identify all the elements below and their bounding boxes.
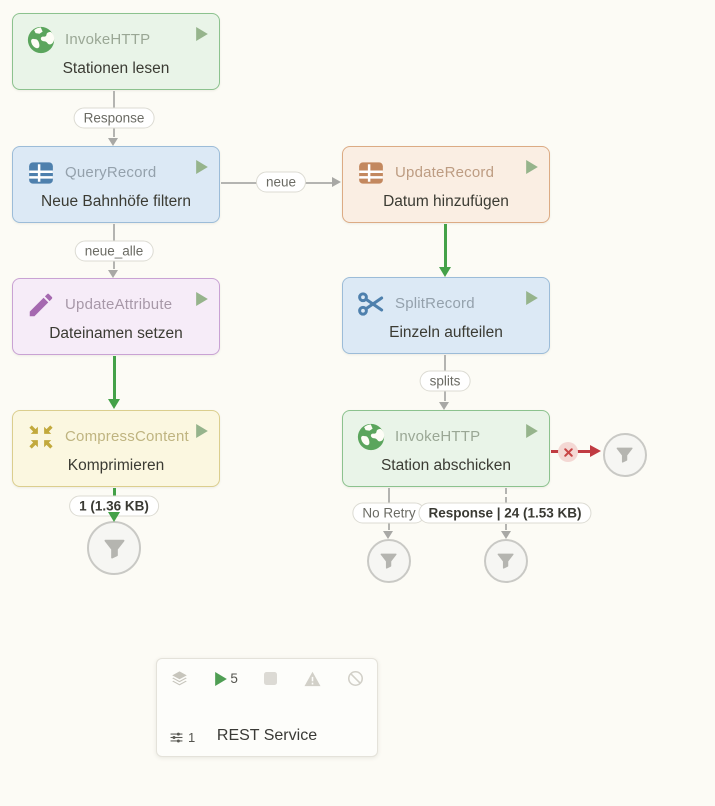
run-status-icon: [526, 160, 538, 174]
running-count-value: 5: [230, 671, 238, 686]
compress-icon: [26, 422, 56, 452]
process-group-name: REST Service: [216, 727, 318, 744]
processor-stationen-lesen[interactable]: InvokeHTTP Stationen lesen: [12, 13, 220, 90]
arrowhead-icon: [590, 445, 601, 457]
processor-name: Komprimieren: [67, 457, 165, 474]
table-icon: [356, 158, 386, 188]
arrowhead-icon: [108, 512, 120, 522]
warning-icon: [304, 671, 321, 687]
funnel-icon: [617, 447, 633, 463]
processor-name: Einzeln aufteilen: [389, 324, 503, 341]
processor-name: Datum hinzufügen: [383, 193, 509, 210]
ban-icon: [347, 670, 364, 687]
connection-label-neue-alle[interactable]: neue_alle: [74, 240, 154, 262]
processor-neue-bahnhoefe-filtern[interactable]: QueryRecord Neue Bahnhöfe filtern: [12, 146, 220, 223]
funnel[interactable]: [603, 433, 647, 477]
funnel-icon: [104, 539, 124, 558]
arrowhead-icon: [439, 402, 449, 410]
run-status-icon: [526, 291, 538, 305]
pencil-icon: [26, 290, 56, 320]
funnel[interactable]: [87, 521, 141, 575]
processor-type: InvokeHTTP: [65, 31, 151, 48]
queued-count: 1: [169, 730, 195, 745]
funnel-icon: [381, 553, 397, 569]
scissors-icon: [356, 289, 386, 319]
connection-label-response-stats[interactable]: Response | 24 (1.53 KB): [418, 502, 592, 524]
processor-datum-hinzufuegen[interactable]: UpdateRecord Datum hinzufügen: [342, 146, 550, 223]
processor-name: Neue Bahnhöfe filtern: [41, 193, 191, 210]
connection-line-success: [444, 224, 447, 267]
processor-dateinamen-setzen[interactable]: UpdateAttribute Dateinamen setzen: [12, 278, 220, 355]
arrowhead-icon: [108, 270, 118, 278]
run-status-icon: [196, 424, 208, 438]
running-count: 5: [215, 671, 238, 686]
layers-icon: [170, 669, 189, 688]
connection-label-queue-stats[interactable]: 1 (1.36 KB): [69, 495, 159, 517]
failure-x-icon: [558, 442, 578, 462]
processor-komprimieren[interactable]: CompressContent Komprimieren: [12, 410, 220, 487]
funnel[interactable]: [484, 539, 528, 583]
arrowhead-icon: [439, 267, 451, 277]
run-status-icon: [526, 424, 538, 438]
arrowhead-icon: [501, 531, 511, 539]
connection-label-neue[interactable]: neue: [255, 171, 307, 193]
processor-type: QueryRecord: [65, 164, 157, 181]
process-group-rest-service[interactable]: 5 1 REST Service: [156, 658, 378, 757]
arrowhead-icon: [108, 399, 120, 409]
process-group-status-bar: 5: [157, 659, 377, 688]
table-icon: [26, 158, 56, 188]
connection-label-response[interactable]: Response: [73, 107, 155, 129]
run-status-icon: [196, 27, 208, 41]
play-icon: [215, 671, 228, 686]
globe-icon: [356, 422, 386, 452]
connection-label-no-retry[interactable]: No Retry: [352, 502, 426, 524]
processor-type: InvokeHTTP: [395, 428, 481, 445]
processor-name: Station abschicken: [380, 457, 512, 474]
processor-type: CompressContent: [65, 428, 189, 445]
stop-icon: [264, 672, 278, 685]
queued-count-value: 1: [188, 730, 196, 745]
arrowhead-icon: [332, 177, 341, 187]
processor-name: Stationen lesen: [62, 60, 170, 77]
processor-name: Dateinamen setzen: [49, 325, 183, 342]
processor-type: SplitRecord: [395, 295, 475, 312]
connection-label-splits[interactable]: splits: [419, 370, 471, 392]
run-status-icon: [196, 160, 208, 174]
sliders-icon: [170, 732, 183, 743]
processor-type: UpdateRecord: [395, 164, 495, 181]
connection-line-success: [113, 356, 116, 399]
funnel[interactable]: [367, 539, 411, 583]
processor-einzeln-aufteilen[interactable]: SplitRecord Einzeln aufteilen: [342, 277, 550, 354]
arrowhead-icon: [108, 138, 118, 146]
funnel-icon: [498, 553, 514, 569]
processor-station-abschicken[interactable]: InvokeHTTP Station abschicken: [342, 410, 550, 487]
processor-type: UpdateAttribute: [65, 296, 173, 313]
run-status-icon: [196, 292, 208, 306]
arrowhead-icon: [383, 531, 393, 539]
globe-icon: [26, 25, 56, 55]
